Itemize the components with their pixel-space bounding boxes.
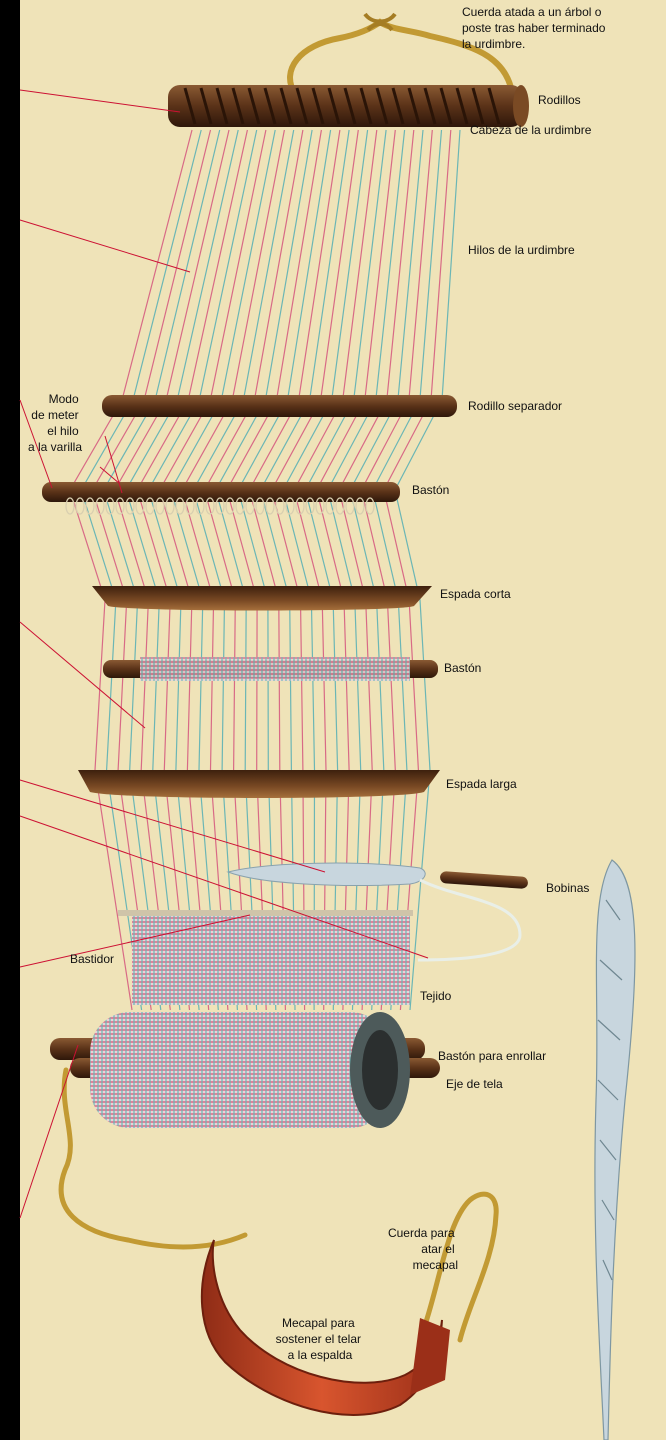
label-eje-tela: Eje de tela [446, 1077, 503, 1091]
label-espada-larga: Espada larga [446, 777, 517, 791]
stick-two [103, 657, 438, 681]
label-cuerda-arbol-1: Cuerda atada a un árbol o [462, 5, 602, 19]
label-modo-4: a la varilla [28, 440, 82, 454]
cloth-beam [50, 1012, 440, 1128]
label-espada-corta: Espada corta [440, 587, 511, 601]
long-sword [78, 770, 440, 798]
label-modo-1: Modo [49, 392, 79, 406]
label-cuerda-mecapal-2: atar el [421, 1242, 454, 1256]
label-mecapal-1: Mecapal para [282, 1316, 355, 1330]
label-tejido: Tejido [420, 989, 452, 1003]
label-modo-2: de meter [31, 408, 78, 422]
label-baston-2: Bastón [444, 661, 481, 675]
label-mecapal-3: a la espalda [288, 1348, 353, 1362]
shed-rod [102, 395, 457, 417]
label-cuerda-mecapal-1: Cuerda para [388, 1226, 455, 1240]
label-cuerda-arbol-3: la urdimbre. [462, 37, 525, 51]
left-black-panel [0, 0, 20, 1440]
label-cuerda-mecapal-3: mecapal [413, 1258, 458, 1272]
label-cabeza: Cabeza de la urdimbre [470, 123, 592, 137]
label-baston-1: Bastón [412, 483, 449, 497]
label-bobinas: Bobinas [546, 881, 589, 895]
paper-background [20, 0, 666, 1440]
short-sword [92, 586, 432, 611]
svg-text:Mecapal para sostener el t: Mecapal para sostener el telar a la espa… [276, 1316, 365, 1362]
label-baston-enrollar: Bastón para enrollar [438, 1049, 546, 1063]
woven-cloth [132, 915, 410, 1005]
label-modo-3: el hilo [47, 424, 79, 438]
label-mecapal-2: sostener el telar [276, 1332, 361, 1346]
label-cuerda-arbol-2: poste tras haber terminado [462, 21, 606, 35]
top-roller [168, 85, 529, 127]
label-rodillos: Rodillos [538, 93, 581, 107]
label-rodillo-separador: Rodillo separador [468, 399, 562, 413]
bastidor-rod [118, 910, 413, 916]
label-bastidor: Bastidor [70, 952, 114, 966]
label-hilos: Hilos de la urdimbre [468, 243, 575, 257]
